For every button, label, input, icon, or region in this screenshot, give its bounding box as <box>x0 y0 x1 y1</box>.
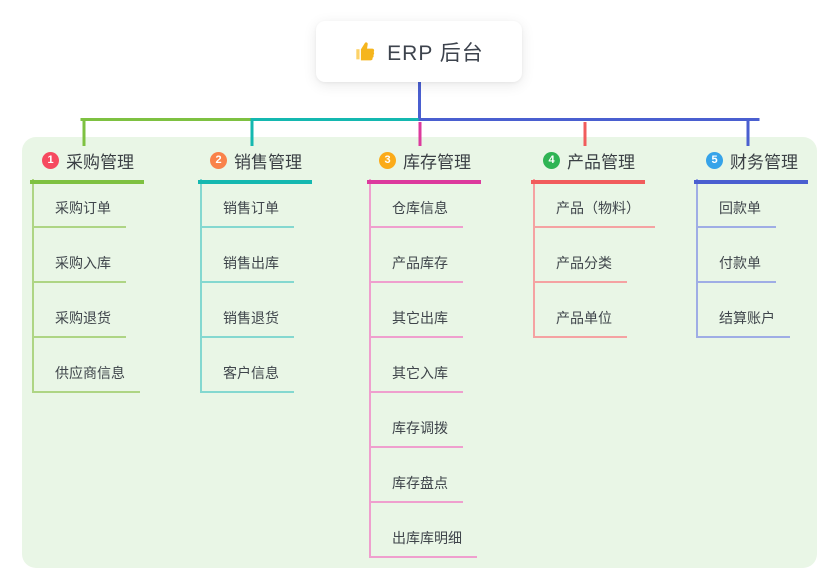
branch-node-2[interactable]: 2 销售管理 <box>198 146 312 184</box>
branch-node-1[interactable]: 1 采购管理 <box>30 146 144 184</box>
child-node-1-2[interactable]: 采购入库 <box>33 252 126 283</box>
child-node-4-2[interactable]: 产品分类 <box>534 252 627 283</box>
branch-node-5[interactable]: 5 财务管理 <box>694 146 808 184</box>
child-node-3-3[interactable]: 其它出库 <box>370 307 463 338</box>
branch-number-badge: 3 <box>379 152 396 169</box>
branch-group-panel <box>22 137 817 568</box>
child-node-5-2[interactable]: 付款单 <box>697 252 776 283</box>
child-node-4-1[interactable]: 产品（物料） <box>534 197 655 228</box>
branch-node-3[interactable]: 3 库存管理 <box>367 146 481 184</box>
branch-number-badge: 5 <box>706 152 723 169</box>
branch-label: 采购管理 <box>66 153 134 172</box>
thumbs-up-icon <box>354 40 377 63</box>
branch-label: 产品管理 <box>567 153 635 172</box>
child-node-3-4[interactable]: 其它入库 <box>370 362 463 393</box>
child-node-2-2[interactable]: 销售出库 <box>201 252 294 283</box>
child-node-3-5[interactable]: 库存调拨 <box>370 417 463 448</box>
child-node-3-2[interactable]: 产品库存 <box>370 252 463 283</box>
branch-number-badge: 1 <box>42 152 59 169</box>
child-node-1-1[interactable]: 采购订单 <box>33 197 126 228</box>
child-node-3-1[interactable]: 仓库信息 <box>370 197 463 228</box>
child-node-4-3[interactable]: 产品单位 <box>534 307 627 338</box>
child-node-5-1[interactable]: 回款单 <box>697 197 776 228</box>
child-node-5-3[interactable]: 结算账户 <box>697 307 790 338</box>
child-node-2-3[interactable]: 销售退货 <box>201 307 294 338</box>
child-node-3-7[interactable]: 出库库明细 <box>370 527 477 558</box>
root-node[interactable]: ERP 后台 <box>316 21 522 82</box>
child-node-2-4[interactable]: 客户信息 <box>201 362 294 393</box>
branch-number-badge: 2 <box>210 152 227 169</box>
branch-label: 销售管理 <box>234 153 302 172</box>
branch-label: 库存管理 <box>403 153 471 172</box>
branch-number-badge: 4 <box>543 152 560 169</box>
child-node-1-4[interactable]: 供应商信息 <box>33 362 140 393</box>
root-title: ERP 后台 <box>387 41 484 65</box>
child-node-2-1[interactable]: 销售订单 <box>201 197 294 228</box>
branch-label: 财务管理 <box>730 153 798 172</box>
child-node-3-6[interactable]: 库存盘点 <box>370 472 463 503</box>
child-node-1-3[interactable]: 采购退货 <box>33 307 126 338</box>
branch-node-4[interactable]: 4 产品管理 <box>531 146 645 184</box>
